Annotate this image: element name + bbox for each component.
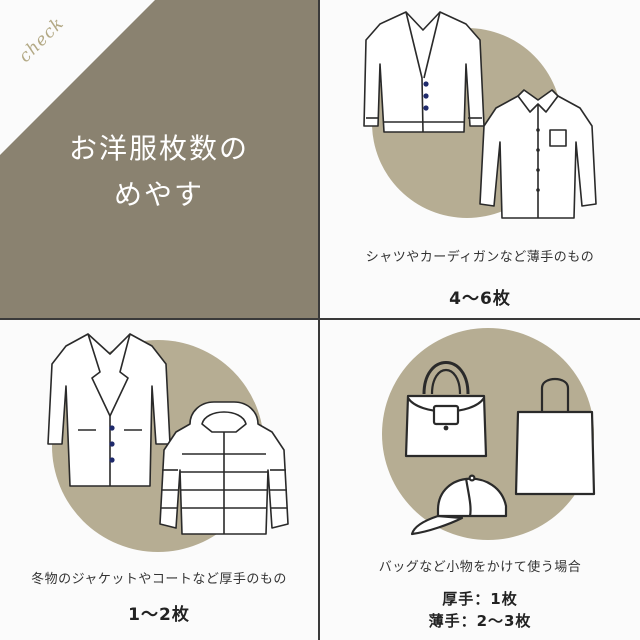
vertical-divider	[318, 0, 320, 640]
thick-items-illustration	[47, 333, 289, 535]
tote-bag-icon	[514, 377, 596, 496]
coat-icon	[47, 333, 171, 487]
title-line-2: めやす	[113, 178, 204, 211]
thick-items-description: 冬物のジャケットやコートなど厚手のもの	[31, 572, 287, 587]
cardigan-icon	[363, 11, 485, 133]
thick-items-count: 1〜2枚	[128, 605, 190, 625]
accessories-count-thin: 薄手：2〜3枚	[428, 612, 532, 630]
cap-icon	[410, 474, 508, 536]
thin-items-cell: シャツやカーディガンなど薄手のもの 4〜6枚	[320, 0, 640, 318]
shirt-icon	[479, 89, 597, 219]
thin-items-illustration	[363, 11, 597, 219]
page-title: お洋服枚数の めやす	[0, 126, 318, 218]
thick-items-cell: 冬物のジャケットやコートなど厚手のもの 1〜2枚	[0, 320, 318, 640]
down-jacket-icon	[159, 401, 289, 535]
handbag-icon	[404, 361, 488, 458]
accessories-cell: バッグなど小物をかけて使う場合 厚手：1枚 薄手：2〜3枚	[320, 320, 640, 640]
thin-items-description: シャツやカーディガンなど薄手のもの	[365, 250, 595, 265]
thin-items-count: 4〜6枚	[449, 289, 511, 309]
accessories-count-thick: 厚手：1枚	[442, 590, 518, 608]
title-cell: check お洋服枚数の めやす	[0, 0, 318, 318]
check-label: check	[15, 13, 69, 67]
title-line-1: お洋服枚数の	[68, 132, 249, 165]
accessories-illustration	[404, 361, 596, 536]
horizontal-divider	[0, 318, 640, 320]
accessories-description: バッグなど小物をかけて使う場合	[378, 560, 582, 575]
